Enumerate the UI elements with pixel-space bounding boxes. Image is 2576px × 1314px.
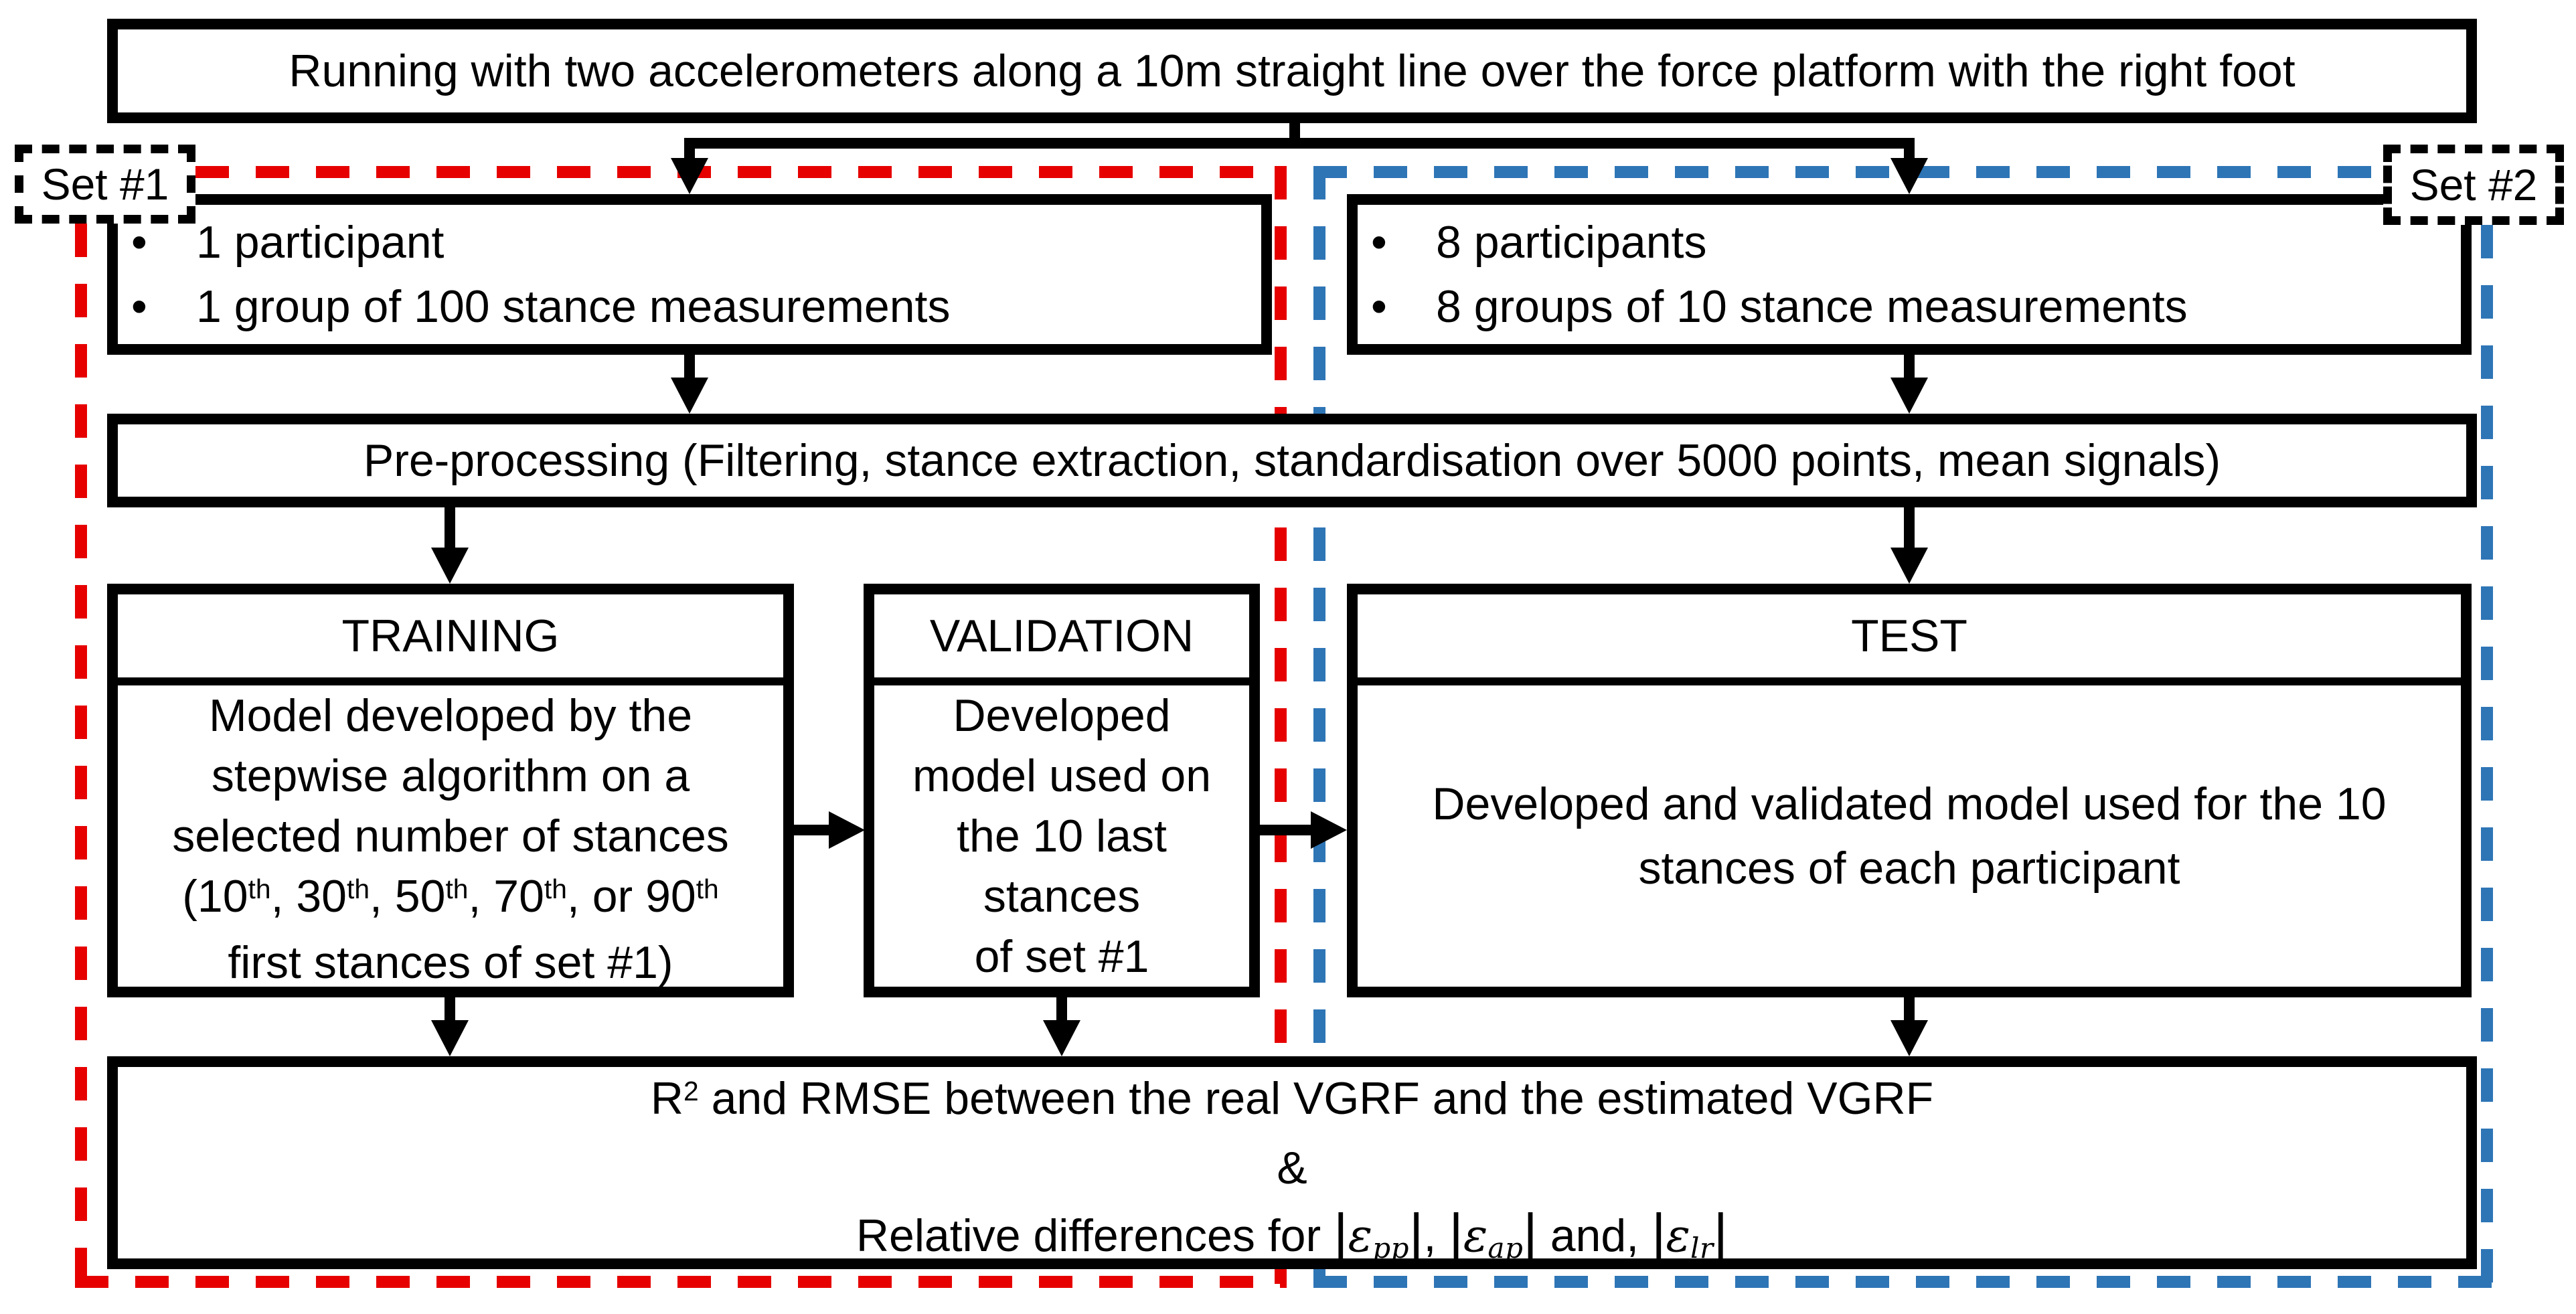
training-body-line: Model developed by the (208, 690, 693, 741)
bullet-icon: • (131, 217, 147, 268)
list-item: • 8 participants (1371, 210, 2461, 274)
validation-body-line: Developed (953, 690, 1171, 741)
training-body-line: selected number of stances (172, 811, 729, 861)
preprocessing-box: Pre-processing (Filtering, stance extrac… (107, 414, 2477, 507)
validation-body-line: model used on (912, 750, 1212, 801)
arrow-shaft (1056, 997, 1067, 1024)
results-box: R2 and RMSE between the real VGRF and th… (107, 1056, 2477, 1269)
arrow-top-to-set1-shaft (684, 138, 695, 162)
arrow-head (431, 1020, 469, 1056)
arrow-head (431, 548, 469, 584)
set1-item-text: 1 group of 100 stance measurements (196, 281, 951, 332)
test-body: Developed and validated model used for t… (1358, 685, 2461, 987)
training-box: TRAINING Model developed by the stepwise… (107, 584, 794, 997)
list-item: • 1 group of 100 stance measurements (131, 274, 1261, 339)
set2-region-border-top (1313, 166, 2383, 178)
arrow-shaft (1904, 997, 1915, 1024)
arrow-head (1890, 378, 1928, 414)
validation-body: Developed model used on the 10 last stan… (874, 685, 1249, 987)
validation-body-line: the 10 last (957, 811, 1167, 861)
set1-label: Set #1 (41, 159, 169, 209)
set2-item-text: 8 groups of 10 stance measurements (1436, 281, 2188, 332)
test-box: TEST Developed and validated model used … (1347, 584, 2472, 997)
training-body-line: (10th, 30th, 50th, 70th, or 90th (182, 871, 719, 922)
list-item: • 1 participant (131, 210, 1261, 274)
arrow-shaft (684, 355, 695, 382)
training-body: Model developed by the stepwise algorith… (118, 685, 783, 993)
protocol-box: Running with two accelerometers along a … (107, 19, 2477, 123)
arrow-head (1043, 1020, 1080, 1056)
test-header: TEST (1358, 594, 2461, 685)
arrow-shaft (1904, 506, 1915, 550)
arrow-top-to-set2-shaft (1904, 138, 1915, 162)
list-item: • 8 groups of 10 stance measurements (1371, 274, 2461, 339)
set2-item-text: 8 participants (1436, 217, 1707, 268)
set1-item-text: 1 participant (196, 217, 445, 268)
bullet-icon: • (1371, 217, 1387, 268)
results-body: R2 and RMSE between the real VGRF and th… (118, 1067, 2466, 1273)
set2-region-border-right (2481, 225, 2493, 1288)
protocol-text: Running with two accelerometers along a … (289, 46, 2296, 96)
bullet-icon: • (1371, 281, 1387, 332)
preprocessing-text: Pre-processing (Filtering, stance extrac… (363, 435, 2221, 486)
validation-header: VALIDATION (874, 594, 1249, 685)
results-line-relative-differences: Relative differences for |εpp|, |εap| an… (856, 1202, 1728, 1265)
arrow-shaft (1904, 355, 1915, 382)
training-body-line: stepwise algorithm on a (211, 750, 690, 801)
set1-region-border-bottom (75, 1276, 1287, 1288)
set2-label: Set #2 (2409, 160, 2538, 210)
arrow-head (829, 811, 865, 849)
test-body-line: Developed and validated model used for t… (1432, 778, 2387, 829)
set2-list: • 8 participants • 8 groups of 10 stance… (1358, 205, 2461, 344)
set1-region-border-left (75, 224, 87, 1288)
arrow-head (671, 378, 708, 414)
arrow-top-to-set2-head (1890, 158, 1928, 194)
results-line-ampersand: & (1277, 1143, 1307, 1194)
arrow-head (1890, 1020, 1928, 1056)
results-line-r2-rmse: R2 and RMSE between the real VGRF and th… (650, 1073, 1934, 1124)
arrow-shaft (445, 506, 455, 550)
arrow-shaft (1260, 825, 1312, 835)
validation-body-line: of set #1 (974, 931, 1149, 982)
training-header: TRAINING (118, 594, 783, 685)
set1-list: • 1 participant • 1 group of 100 stance … (118, 205, 1261, 344)
set1-region-border-top (195, 166, 1287, 178)
test-body-line: stances of each participant (1638, 843, 2180, 894)
set2-label-box: Set #2 (2383, 145, 2564, 225)
training-body-line: first stances of set #1) (228, 937, 673, 988)
set1-label-box: Set #1 (15, 145, 195, 224)
arrow-head (1311, 811, 1347, 849)
validation-box: VALIDATION Developed model used on the 1… (864, 584, 1260, 997)
validation-body-line: stances (983, 871, 1141, 922)
arrow-head (1890, 548, 1928, 584)
arrow-shaft (445, 997, 455, 1024)
bullet-icon: • (131, 281, 147, 332)
arrow-top-to-set1-head (671, 158, 708, 194)
arrow-shaft (794, 825, 830, 835)
set2-box: • 8 participants • 8 groups of 10 stance… (1347, 194, 2472, 355)
set2-region-border-bottom (1313, 1276, 2493, 1288)
arrow-top-branch-hline (684, 138, 1915, 149)
set1-box: • 1 participant • 1 group of 100 stance … (107, 194, 1272, 355)
